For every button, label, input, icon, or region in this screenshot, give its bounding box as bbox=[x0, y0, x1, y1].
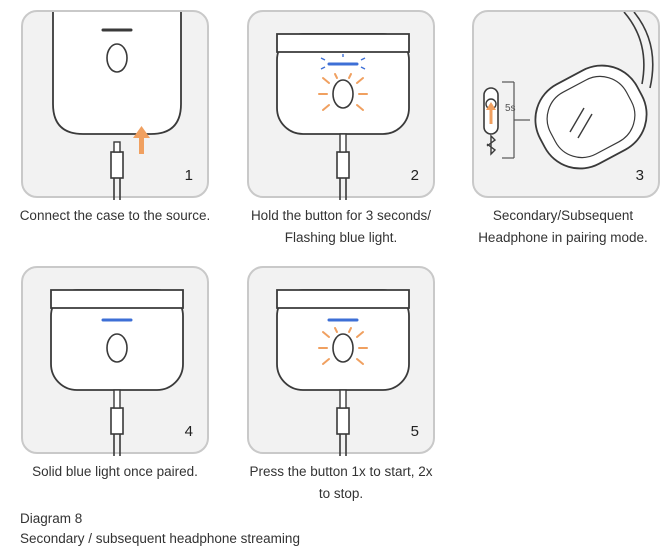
upload-arrow-icon bbox=[133, 126, 150, 154]
flash-rays-icon bbox=[318, 327, 368, 365]
side-slider-switch bbox=[483, 87, 499, 135]
step-number: 2 bbox=[410, 167, 419, 184]
step-3-caption: Secondary/Subsequent Headphone in pairin… bbox=[478, 208, 648, 245]
usb-cable-icon bbox=[110, 389, 124, 456]
headphone-cup bbox=[534, 12, 654, 170]
usb-cable-icon bbox=[336, 133, 350, 200]
step-4-illustration bbox=[50, 289, 184, 456]
usb-cable-icon bbox=[336, 389, 350, 456]
step-number: 4 bbox=[184, 423, 193, 440]
usb-cable-icon bbox=[110, 141, 124, 200]
bluetooth-icon bbox=[486, 134, 497, 156]
step-3-illustration: 5s bbox=[483, 12, 654, 170]
timer-label: 5s bbox=[505, 103, 516, 114]
step-4-caption: Solid blue light once paired. bbox=[32, 464, 198, 479]
step-3-panel: 5s 3 bbox=[472, 10, 660, 198]
step-2-caption: Hold the button for 3 seconds/ Flashing … bbox=[250, 208, 432, 245]
step-1-panel: 1 bbox=[21, 10, 209, 200]
step-5-panel: 5 bbox=[247, 266, 435, 456]
step-1-illustration bbox=[52, 12, 182, 200]
diagram-title: Diagram 8 bbox=[20, 511, 83, 526]
diagram-subtitle: Secondary / subsequent headphone streami… bbox=[20, 531, 300, 546]
timer-bracket bbox=[502, 81, 530, 159]
step-2-panel: 2 bbox=[247, 10, 435, 200]
step-number: 3 bbox=[635, 167, 644, 184]
step-2-illustration bbox=[276, 33, 410, 200]
step-number: 1 bbox=[184, 167, 193, 184]
blue-flash-rays-icon bbox=[320, 54, 366, 70]
step-number: 5 bbox=[410, 423, 419, 440]
step-1-caption: Connect the case to the source. bbox=[19, 208, 211, 223]
step-4-panel: 4 bbox=[21, 266, 209, 456]
step-5-illustration bbox=[276, 289, 410, 456]
step-5-caption: Press the button 1x to start, 2x to stop… bbox=[249, 464, 433, 501]
flash-rays-icon bbox=[318, 73, 368, 111]
